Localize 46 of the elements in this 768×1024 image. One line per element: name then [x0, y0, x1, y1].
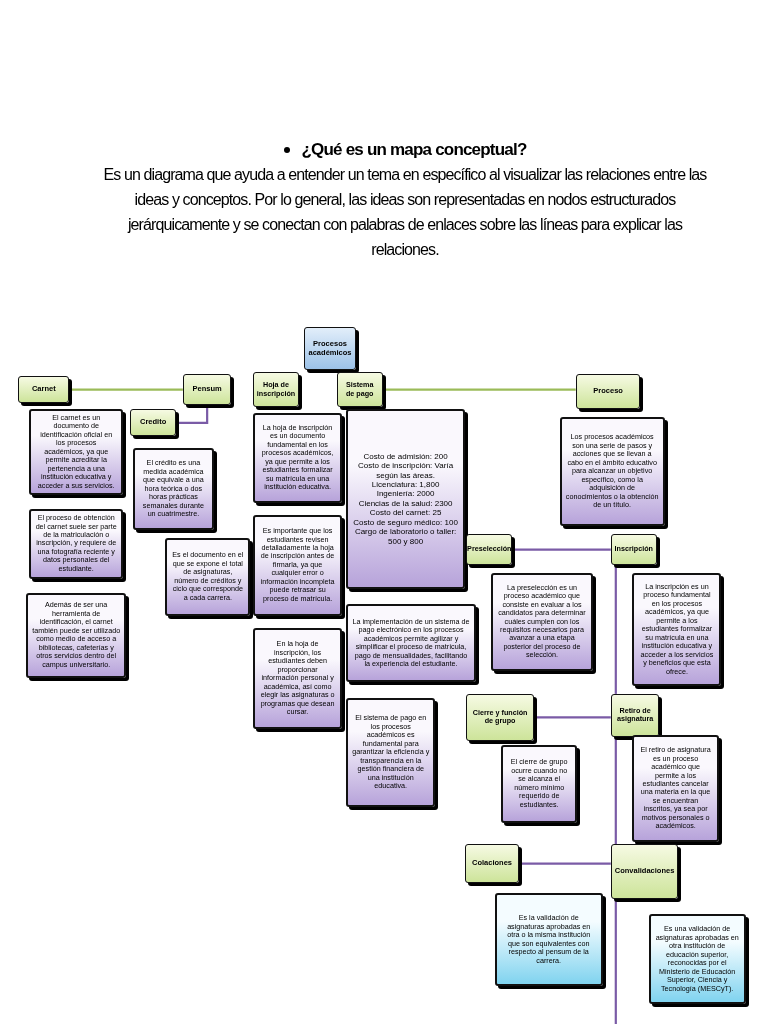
- connector-line: [176, 405, 209, 424]
- concept-label-box: [465, 844, 519, 884]
- connector-line: [512, 548, 611, 551]
- main-concept-box: [304, 327, 356, 371]
- concept-label-box: [466, 693, 534, 741]
- cost-line: Costo de seguro médico: 100: [353, 517, 458, 528]
- connector-line: [614, 565, 617, 694]
- cost-line: Ciencias de la salud: 2300: [358, 498, 453, 509]
- description-box: [632, 734, 719, 843]
- description-box: [501, 744, 578, 823]
- concept-label-box: [575, 374, 641, 410]
- cost-line: Ingeniería: 2000: [376, 489, 435, 499]
- concept-label-box: [466, 534, 513, 566]
- description-box: [28, 508, 124, 579]
- description-box: [165, 537, 251, 616]
- heading: ¿Qué es un mapa conceptual?: [301, 140, 527, 160]
- description-box: [490, 573, 594, 671]
- concept-label-box: [253, 372, 299, 408]
- cost-line: Costo del carnet: 25: [369, 508, 442, 518]
- concept-label-box: [130, 409, 177, 437]
- description-box: [26, 592, 127, 679]
- connector-line: [519, 862, 611, 865]
- description-box: [559, 417, 665, 527]
- description-box: [494, 892, 603, 987]
- description-box: [648, 914, 746, 1004]
- cost-line: Cargo de laboratorio o taller: 500 y 800: [353, 527, 458, 547]
- description-box: [132, 448, 214, 531]
- description-box: [253, 413, 343, 503]
- description-box: [253, 627, 343, 729]
- cost-line: Costo de admisión: 200: [363, 451, 448, 462]
- cost-line: Costo de inscripción: Varía según las áreas.: [357, 461, 455, 480]
- description-box: [346, 409, 465, 589]
- concept-label-box: [336, 372, 383, 408]
- concept-label-box: [610, 534, 657, 566]
- connector-line: [69, 388, 183, 391]
- concept-label-box: [18, 376, 70, 404]
- description-box: [28, 409, 124, 495]
- description-box: [253, 514, 343, 616]
- description-box: [632, 573, 722, 687]
- concept-label-box: [182, 374, 232, 406]
- description-box: [346, 604, 476, 683]
- description-box: [346, 697, 436, 807]
- definition-paragraph: Es un diagrama que ayuda a entender un tema en específico al visualizar las relaciones entre las ideas y conceptos. Por lo general, las ideas son representadas en nodos estructurados jerárquicamente y se conectan con palabras de enlaces sobre las líneas para explicar las relaciones.: [102, 165, 708, 260]
- concept-label-box: [610, 844, 679, 899]
- concept-label-box: [610, 693, 660, 737]
- cost-line: Licenciatura: 1,800: [371, 480, 440, 490]
